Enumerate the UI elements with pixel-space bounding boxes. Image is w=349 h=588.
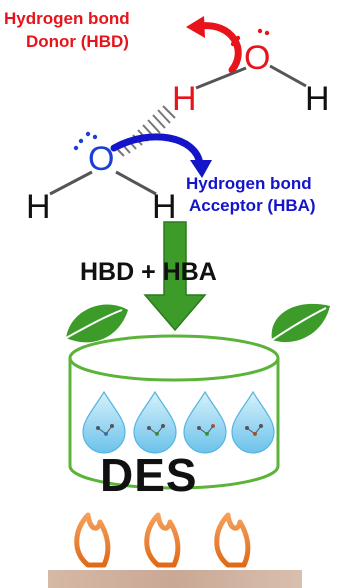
- curved-arrow-head-red: [186, 16, 205, 38]
- flame-icon: [74, 512, 111, 568]
- atom-hydrogen-lower: H: [152, 188, 177, 226]
- curved-arrow-icon-blue: [110, 133, 204, 168]
- atom-hydrogen-donor: H: [172, 80, 197, 118]
- bond-o1-h1: [195, 66, 247, 90]
- acceptor-label-line1: Hydrogen bond: [186, 174, 312, 193]
- stone-base-icon: [48, 570, 302, 588]
- atom-oxygen-donor: O: [244, 39, 271, 77]
- leaf-icon: [65, 304, 128, 343]
- donor-label-line2: Donor (HBD): [26, 32, 129, 51]
- bond-o2-h4: [115, 170, 157, 196]
- curved-arrow-head-blue: [190, 160, 212, 178]
- acceptor-label-line2: Acceptor (HBA): [189, 196, 316, 215]
- lone-pairs-oxygen-2: [73, 131, 98, 151]
- flame-icon: [214, 512, 251, 568]
- hydrogen-bond-icon: [117, 105, 176, 157]
- droplet-icon: [183, 390, 227, 454]
- bond-o1-h2: [269, 64, 307, 88]
- product-label: DES: [100, 449, 198, 501]
- atom-hydrogen-right: H: [305, 80, 330, 118]
- curved-arrow-icon: [196, 22, 242, 74]
- bond-o2-h3: [49, 170, 93, 196]
- droplet-icon: [133, 390, 177, 454]
- atom-hydrogen-left: H: [26, 188, 51, 226]
- leaf-icon-right: [271, 303, 330, 343]
- flame-icon: [144, 512, 181, 568]
- droplet-icon: [231, 390, 275, 454]
- droplet-icon: [82, 390, 126, 454]
- atom-oxygen-acceptor: O: [88, 140, 115, 178]
- donor-label-line1: Hydrogen bond: [4, 9, 130, 28]
- lone-pairs-oxygen-1: [230, 28, 270, 47]
- mixing-label: HBD + HBA: [80, 258, 217, 286]
- green-down-arrow: [143, 221, 207, 332]
